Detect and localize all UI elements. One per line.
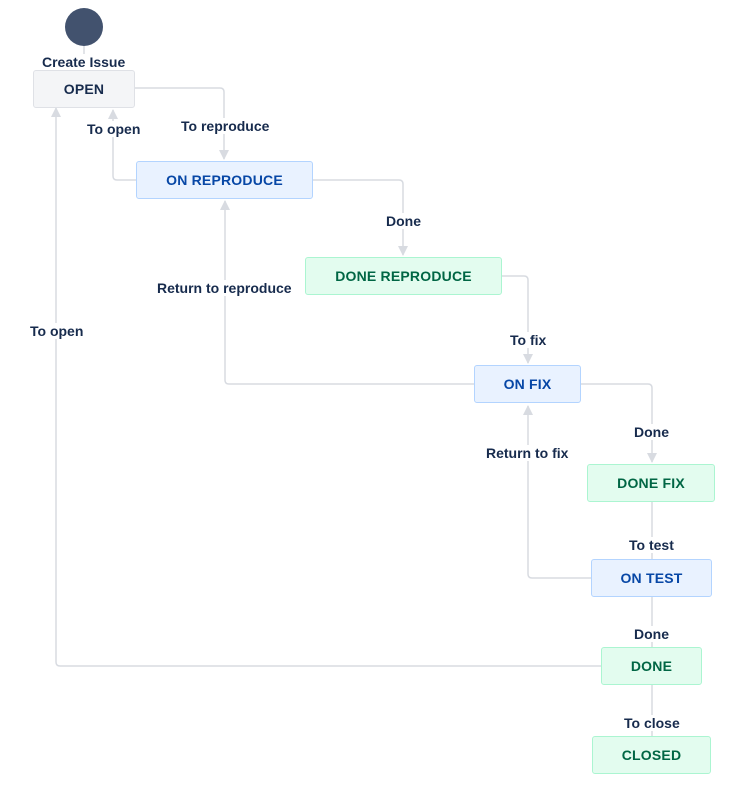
transition-done-from-reproduce[interactable]: Done <box>385 213 422 229</box>
status-done-reproduce[interactable]: DONE REPRODUCE <box>305 257 502 295</box>
transition-to-fix[interactable]: To fix <box>509 332 548 348</box>
start-node <box>65 8 103 46</box>
connector-return-to-reproduce <box>220 200 474 385</box>
connector-to-open-from-done <box>51 107 601 667</box>
transition-return-to-fix[interactable]: Return to fix <box>485 445 570 461</box>
transition-to-open-from-done[interactable]: To open <box>29 323 85 339</box>
status-closed[interactable]: CLOSED <box>592 736 711 774</box>
connector-to-fix <box>502 275 533 364</box>
connector-to-reproduce <box>135 87 229 160</box>
connector-done-from-fix <box>581 383 657 463</box>
transition-to-open-from-reproduce[interactable]: To open <box>86 121 142 137</box>
transition-create-issue[interactable]: Create Issue <box>41 54 127 70</box>
transition-to-reproduce[interactable]: To reproduce <box>180 118 271 134</box>
connector-to-open-from-reproduce <box>108 109 136 181</box>
connector-return-to-fix <box>523 405 591 579</box>
transition-to-close[interactable]: To close <box>623 715 681 731</box>
status-on-fix[interactable]: ON FIX <box>474 365 581 403</box>
transition-to-test[interactable]: To test <box>628 537 675 553</box>
status-on-reproduce[interactable]: ON REPRODUCE <box>136 161 313 199</box>
status-done[interactable]: DONE <box>601 647 702 685</box>
transition-done-from-test[interactable]: Done <box>633 626 670 642</box>
status-on-test[interactable]: ON TEST <box>591 559 712 597</box>
status-open[interactable]: OPEN <box>33 70 135 108</box>
connector-done-from-reproduce <box>313 179 408 256</box>
status-done-fix[interactable]: DONE FIX <box>587 464 715 502</box>
transition-return-to-reproduce[interactable]: Return to reproduce <box>156 280 293 296</box>
transition-done-from-fix[interactable]: Done <box>633 424 670 440</box>
